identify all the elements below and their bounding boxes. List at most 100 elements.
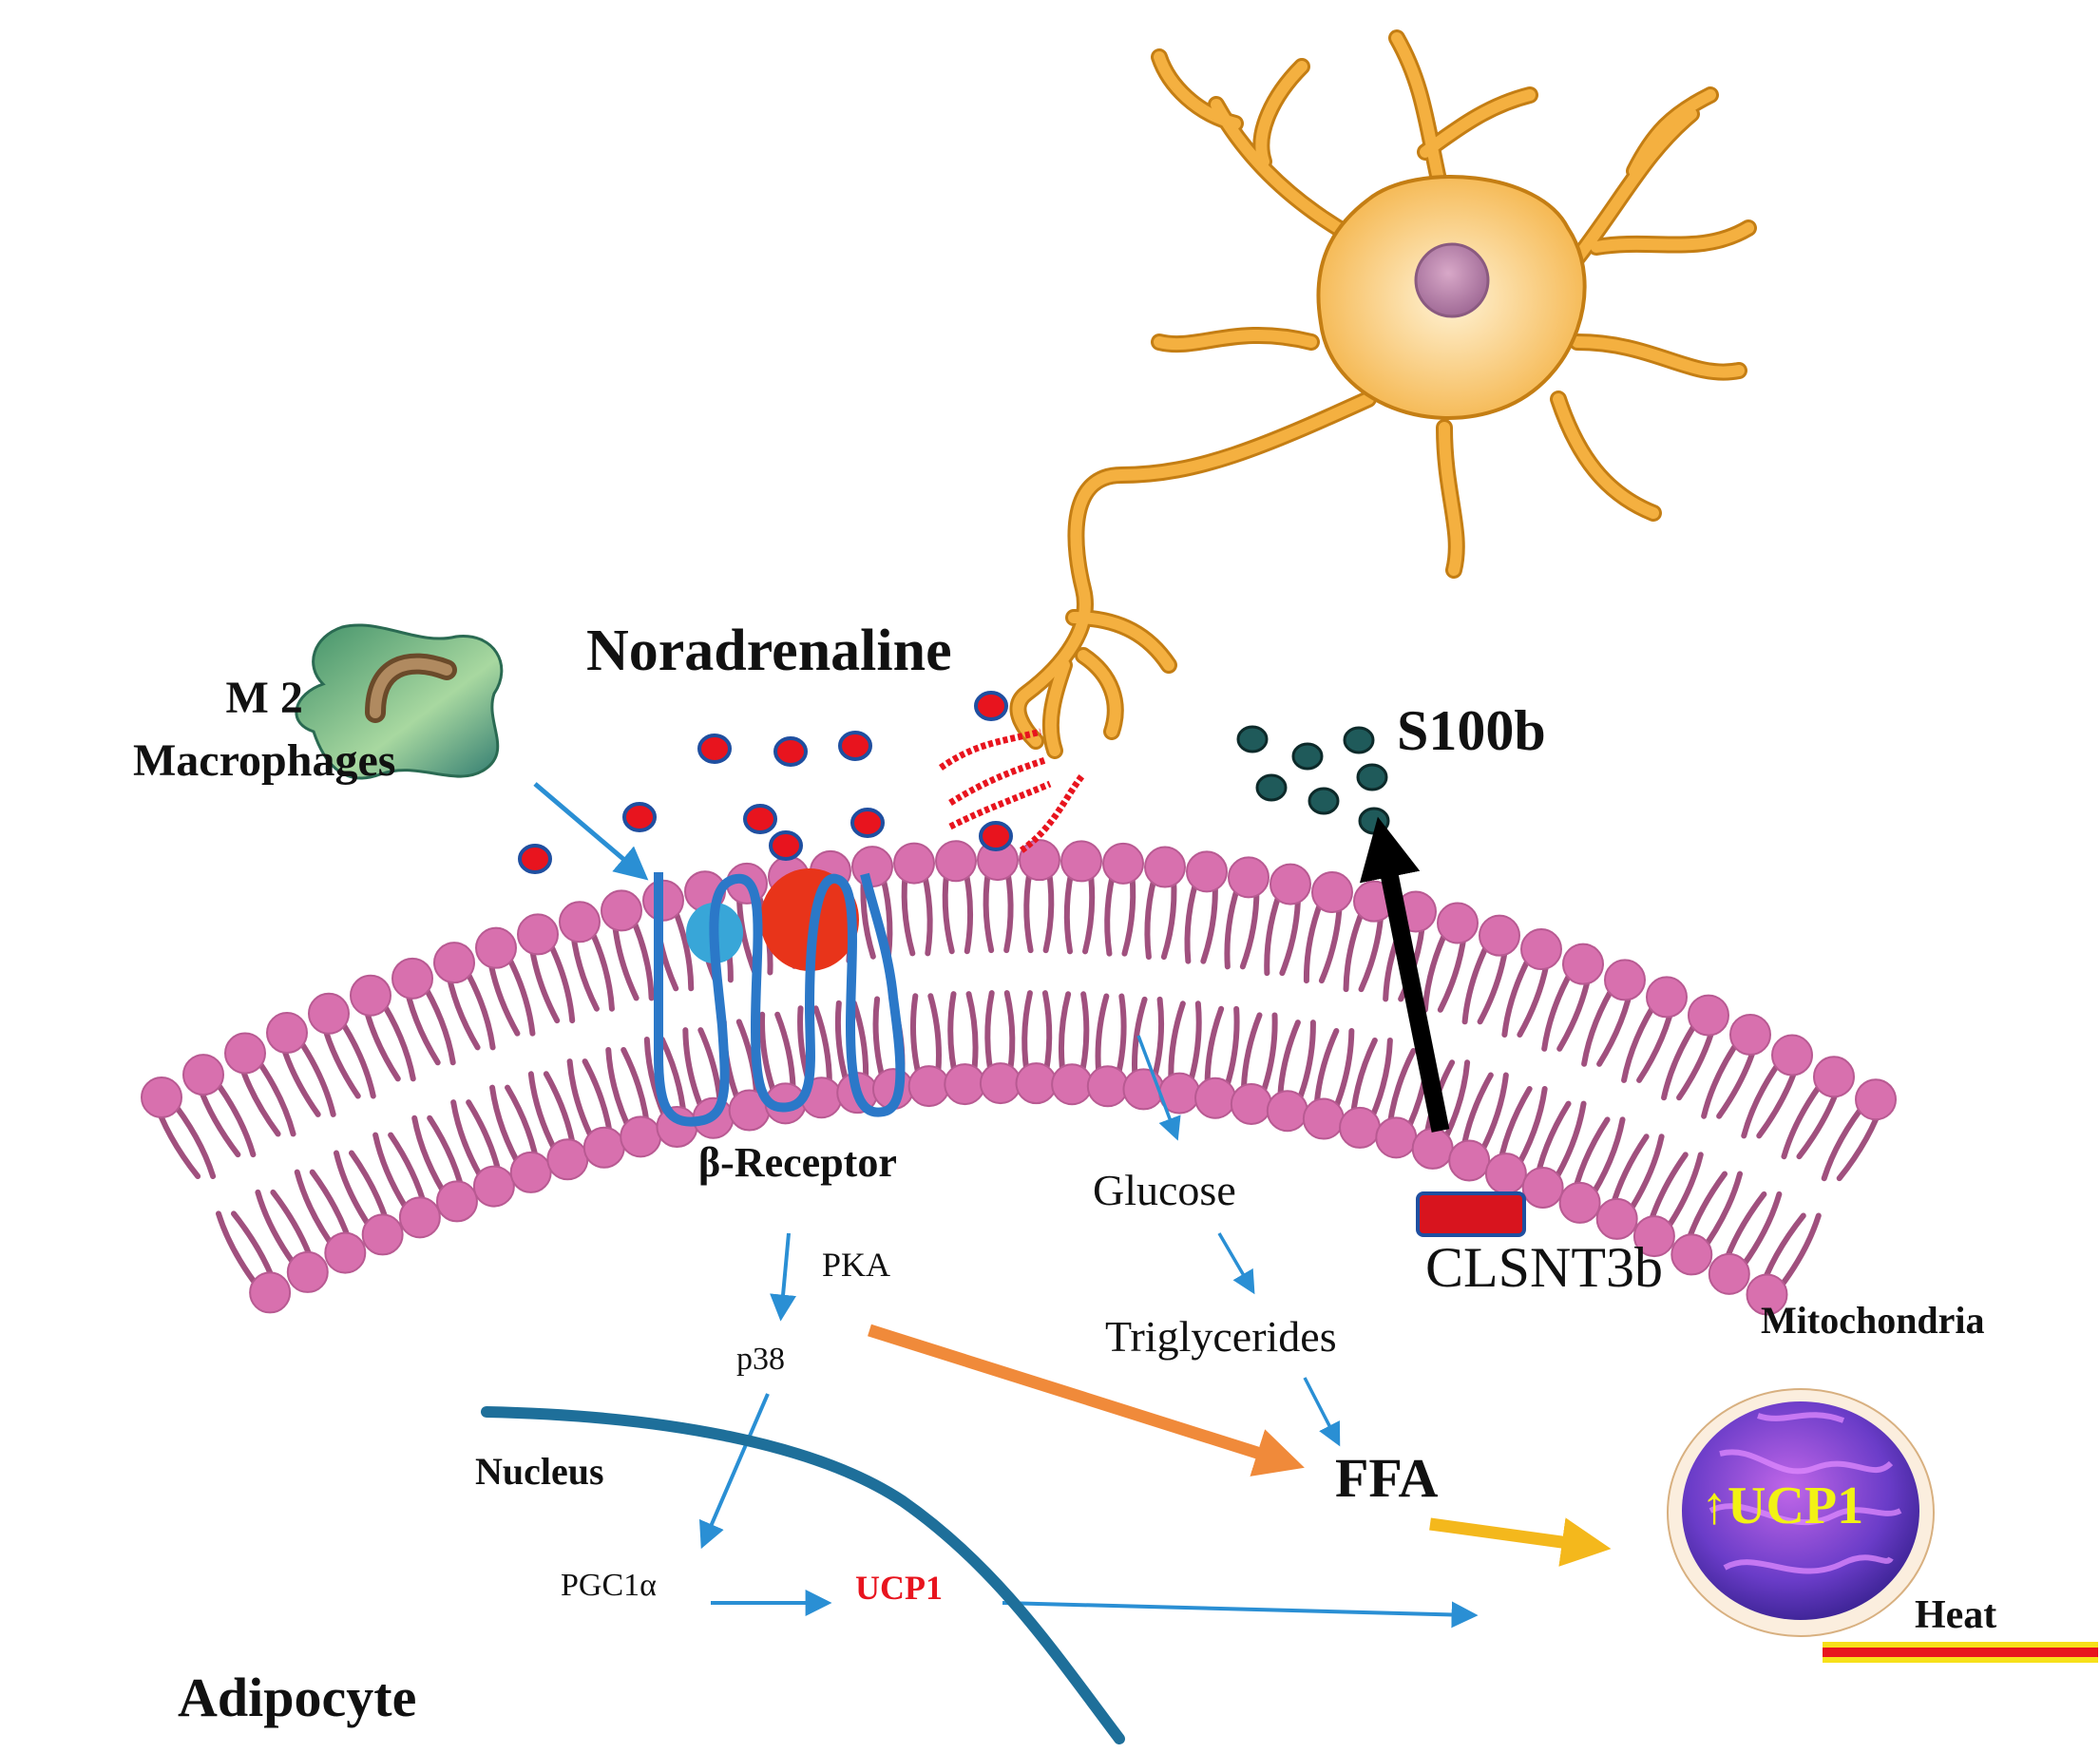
lipid-head	[559, 901, 601, 943]
lipid-head	[1479, 914, 1520, 957]
lipid-head	[944, 1063, 986, 1106]
lipid-head	[1019, 839, 1060, 882]
lipid-head	[1375, 1116, 1418, 1159]
glucose-trig-arrow	[1217, 1232, 1255, 1295]
lipid-head	[1670, 1233, 1713, 1276]
lipid-head	[1228, 856, 1270, 899]
macrophage-arrow	[533, 782, 649, 881]
lipid-head	[224, 1032, 266, 1075]
m2-label-line2: Macrophages	[133, 735, 396, 786]
glucose-label: Glucose	[1093, 1166, 1236, 1214]
lipid-head	[1193, 1077, 1236, 1119]
lipid-head	[1311, 871, 1353, 914]
lipid-head	[1562, 943, 1604, 985]
p38-label: p38	[736, 1342, 785, 1377]
lipid-head	[1484, 1153, 1527, 1195]
receptor-pka-arrow	[770, 1232, 796, 1322]
nucleus-membrane-icon	[481, 1406, 1125, 1744]
lipid-head	[1270, 863, 1311, 905]
lipid-head	[1813, 1056, 1855, 1098]
lipid-head	[1144, 846, 1186, 888]
s100b-molecules	[1236, 725, 1390, 835]
lipid-head	[141, 1077, 182, 1118]
lipid-head	[398, 1196, 441, 1239]
lipid-head	[935, 840, 977, 883]
lipid-head	[1448, 1139, 1491, 1182]
lipid-head	[1411, 1127, 1454, 1170]
lipid-head	[620, 1115, 662, 1158]
beta-receptor-icon	[654, 868, 906, 1127]
neurotransmitter-release-icon	[938, 728, 1086, 853]
lipid-head	[517, 913, 559, 956]
lipid-head	[907, 1065, 950, 1108]
adipocyte-label: Adipocyte	[178, 1667, 417, 1728]
trig-ffa-arrow	[1303, 1377, 1341, 1447]
lipid-head	[546, 1138, 589, 1181]
lipid-head	[1855, 1078, 1897, 1121]
lipid-head	[1015, 1062, 1058, 1105]
nucleus-label: Nucleus	[475, 1450, 604, 1493]
lipid-head	[979, 1062, 1021, 1105]
lipid-head	[509, 1151, 552, 1193]
lipid-head	[1266, 1090, 1308, 1133]
pgc1a-label: PGC1α	[561, 1568, 657, 1603]
lipid-head	[601, 889, 642, 932]
m2-label-line1: M 2	[225, 673, 303, 723]
lipid-head	[1595, 1197, 1638, 1240]
noradrenaline-label: Noradrenaline	[586, 619, 952, 683]
ucp1-mito-arrow	[1002, 1601, 1479, 1629]
lipid-head	[1302, 1097, 1345, 1140]
membrane-glucose-arrow	[1136, 1035, 1181, 1141]
noradrenaline-molecules	[518, 691, 1013, 874]
pka-label: PKA	[822, 1246, 891, 1284]
ucp1-mitochondria-label: ↑UCP1	[1701, 1477, 1864, 1535]
neuron-icon	[1009, 29, 1757, 759]
macrophage-icon	[295, 623, 504, 780]
lipid-head	[308, 992, 350, 1035]
lipid-head	[893, 842, 935, 885]
lipid-head	[1520, 928, 1562, 971]
lipid-head	[435, 1180, 478, 1223]
lipid-head	[1051, 1063, 1094, 1106]
lipid-head	[1729, 1013, 1771, 1056]
lipid-head	[1230, 1082, 1272, 1125]
ffa-label: FFA	[1335, 1447, 1439, 1509]
lipid-head	[1708, 1252, 1750, 1295]
lipid-head	[1558, 1181, 1601, 1224]
triglycerides-label: Triglycerides	[1105, 1312, 1337, 1361]
lipid-head	[582, 1126, 625, 1169]
lipid-head	[1688, 994, 1729, 1037]
m2-macrophages-label: M 2 Macrophages	[133, 667, 395, 792]
lipid-head	[391, 957, 433, 1000]
lipid-head	[1771, 1034, 1813, 1077]
clsnt3b-label: CLSNT3b	[1425, 1236, 1664, 1299]
ffa-mito-arrow	[1429, 1517, 1612, 1567]
lipid-head	[1339, 1106, 1382, 1149]
heat-label: Heat	[1915, 1593, 1997, 1637]
lipid-head	[1437, 902, 1479, 944]
signal-arrows	[533, 782, 1612, 1629]
lipid-head	[1102, 842, 1144, 885]
lipid-head	[350, 974, 391, 1017]
lipid-head	[1746, 1273, 1788, 1316]
mitochondrion-icon	[1667, 1388, 1935, 1637]
lipid-head	[1632, 1215, 1675, 1258]
lipid-head	[324, 1231, 367, 1274]
clsnt-s100b-arrow	[1359, 816, 1450, 1133]
lipid-head	[472, 1165, 515, 1208]
lipid-head	[266, 1012, 308, 1055]
p38-pgc-arrow	[698, 1393, 770, 1550]
lipid-head	[1060, 840, 1102, 883]
lipid-head	[433, 942, 475, 984]
lipid-head	[475, 926, 517, 969]
beta-receptor-label: β-Receptor	[698, 1139, 897, 1186]
lipid-head	[1521, 1166, 1564, 1209]
mitochondria-label: Mitochondria	[1761, 1299, 1985, 1342]
lipid-head	[1086, 1065, 1129, 1108]
lipid-head	[361, 1213, 404, 1256]
ucp1-label: UCP1	[855, 1569, 943, 1607]
lipid-head	[1604, 959, 1646, 1001]
lipid-head	[286, 1250, 329, 1293]
